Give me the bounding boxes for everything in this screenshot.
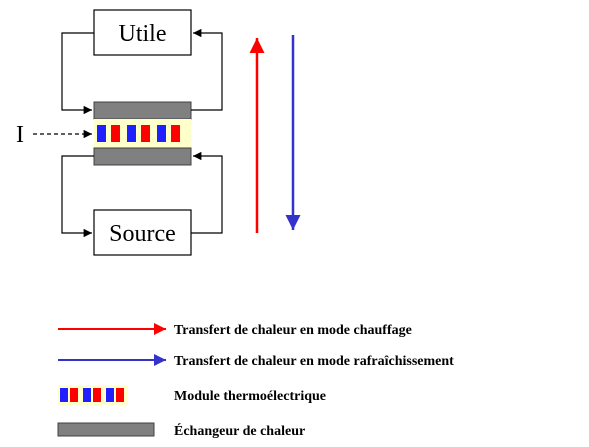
- legend-module-swatch: [58, 385, 128, 405]
- legend-heating-label: Transfert de chaleur en mode chauffage: [174, 323, 412, 338]
- legend-exchanger-swatch: [57, 422, 155, 437]
- legend-item-heating: Transfert de chaleur en mode chauffage: [58, 323, 412, 338]
- lower-right-loop-arrow: [191, 151, 223, 234]
- module-cell: [141, 125, 150, 142]
- legend-module-cell: [60, 388, 68, 402]
- source-label: Source: [109, 221, 176, 247]
- utile-label: Utile: [119, 21, 167, 47]
- legend-item-exchanger: Échangeur de chaleur: [57, 422, 305, 439]
- legend-item-cooling: Transfert de chaleur en mode rafraîchiss…: [58, 354, 454, 369]
- legend-module-cell: [70, 388, 78, 402]
- module-cell: [111, 125, 120, 142]
- module-cell: [171, 125, 180, 142]
- legend-module-cell: [106, 388, 114, 402]
- lower-heat-exchanger: [93, 147, 192, 166]
- current-label: I: [16, 122, 24, 148]
- legend: Transfert de chaleur en mode chauffage T…: [57, 323, 454, 439]
- legend-module-cell: [83, 388, 91, 402]
- legend-module-cell: [93, 388, 101, 402]
- module-cell: [157, 125, 166, 142]
- lower-left-loop-arrow: [61, 155, 94, 238]
- module-cell: [127, 125, 136, 142]
- upper-heat-exchanger: [93, 101, 192, 120]
- legend-item-module: Module thermoélectrique: [58, 385, 326, 405]
- module-cell: [97, 125, 106, 142]
- legend-module-cell: [116, 388, 124, 402]
- upper-left-loop-arrow: [61, 32, 94, 115]
- thermoelectric-module: [94, 119, 191, 148]
- source-box: Source: [93, 209, 192, 256]
- legend-module-label: Module thermoélectrique: [174, 389, 326, 404]
- upper-right-loop-arrow: [191, 28, 223, 111]
- legend-cooling-label: Transfert de chaleur en mode rafraîchiss…: [174, 354, 454, 369]
- utile-box: Utile: [93, 9, 192, 56]
- legend-exchanger-label: Échangeur de chaleur: [174, 422, 305, 439]
